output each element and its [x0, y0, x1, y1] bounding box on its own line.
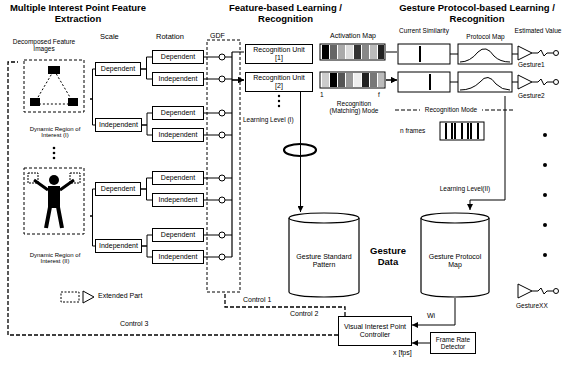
section-title: Gesture Protocol-based Learning / Recogn…: [392, 3, 562, 25]
annotation: Decomposed Feature Images: [4, 38, 84, 53]
column-heading: Rotation: [156, 33, 206, 42]
node-text: Independent: [159, 253, 198, 261]
section-title: Feature-based Learning / Recognition: [228, 3, 343, 25]
connector: [412, 343, 430, 344]
unit-dots: [278, 95, 280, 107]
node-text: Visual Interest Point Controller: [342, 323, 408, 339]
control-line: [8, 62, 338, 335]
output-label: GestureXX: [516, 302, 562, 309]
frame-bars: [440, 122, 484, 140]
recognition-unit: Recognition Unit [2]: [245, 72, 313, 92]
connector: [141, 189, 152, 200]
node-text: Independent: [99, 121, 138, 129]
legend-sample: [61, 291, 94, 303]
annotation: GDF: [210, 32, 240, 40]
activation-map: [320, 44, 385, 88]
node-text: Independent: [159, 75, 198, 83]
connector: [142, 246, 152, 257]
control-region: [207, 40, 240, 292]
node-text: Independent: [99, 242, 138, 250]
axis-label: 1: [320, 91, 328, 98]
control-label: Control 3: [120, 320, 164, 328]
database-cylinder: Gesture Protocol Map: [420, 212, 490, 298]
node-text: Dependent: [101, 185, 135, 193]
annotation: n frames: [400, 127, 438, 134]
recognition-unit: Recognition Unit [1]: [245, 44, 313, 64]
map-arrow: [386, 80, 397, 81]
scale-box: Dependent: [95, 182, 141, 196]
node-text: Dependent: [161, 231, 195, 239]
feature-bus: [232, 52, 244, 257]
annotation: Estimated Value: [514, 27, 562, 34]
control-label: Control 1: [243, 296, 283, 304]
rotation-box: Independent: [152, 72, 204, 86]
rotation-box: Dependent: [152, 228, 204, 242]
roi-illustration-2: [24, 168, 84, 234]
connector: [142, 235, 152, 246]
connector: [300, 92, 301, 212]
connector: [141, 178, 152, 189]
feature-bus: [232, 79, 244, 80]
node-text: Dynamic Region of Interest (I): [24, 126, 86, 139]
connector: [141, 57, 152, 69]
section-title: Multiple Interest Point Feature Extracti…: [3, 3, 153, 25]
detector-box: Frame Rate Detector: [430, 332, 476, 354]
annotation: Recognition (Matching) Mode: [326, 100, 382, 115]
edge-label: Wi: [426, 312, 436, 320]
roi-illustration-1: [24, 60, 84, 112]
scale-box: Dependent: [95, 62, 141, 76]
rotation-box: Independent: [152, 193, 204, 207]
node-text: Frame Rate Detector: [434, 336, 472, 351]
gesture-outputs: [512, 46, 559, 298]
node-text: Dynamic Region of Interest (II): [24, 252, 86, 265]
node-text: Gesture Standard Pattern: [292, 253, 356, 269]
rotation-box: Dependent: [152, 106, 204, 120]
node-text: Gesture Protocol Map: [424, 253, 486, 269]
node-text: Recognition Unit [1]: [249, 46, 309, 62]
connector: [412, 298, 455, 325]
annotation: Protocol Map: [458, 33, 513, 40]
region-of-interest: Dynamic Region of Interest (II): [20, 166, 90, 266]
annotation: Activation Map: [318, 32, 388, 40]
output-label: Gesture2: [518, 92, 562, 99]
annotation: Current Similarity: [398, 27, 450, 34]
node-text: Independent: [159, 196, 198, 204]
similarity-boxes: [398, 44, 512, 92]
rotation-box: Dependent: [152, 171, 204, 185]
rotation-box: Independent: [152, 128, 204, 142]
control-label: Control 2: [290, 310, 330, 318]
annotation: Learning Level (I): [243, 116, 295, 123]
controller-box: Visual Interest Point Controller: [338, 316, 412, 346]
rotation-box: Independent: [152, 250, 204, 264]
region-of-interest: Dynamic Region of Interest (I): [20, 58, 90, 140]
scale-box: Independent: [95, 239, 142, 253]
node-text: Dependent: [161, 53, 195, 61]
connector: [142, 125, 152, 135]
roi-dots: [53, 147, 56, 160]
output-label: Gesture1: [518, 61, 562, 68]
rotation-box: Dependent: [152, 50, 204, 64]
connector: [141, 69, 152, 79]
connector: [142, 113, 152, 125]
gdf-wires: [204, 57, 232, 257]
edge-label: x [fps]: [392, 349, 413, 357]
node-text: Dependent: [161, 174, 195, 182]
gdf-nodes: [219, 54, 225, 260]
map-arrow: [386, 52, 397, 80]
axis-label: f: [378, 91, 386, 98]
scale-box: Independent: [95, 118, 142, 132]
node-text: Dependent: [161, 109, 195, 117]
legend-text: Extended Part: [98, 292, 142, 300]
node-text: Dependent: [101, 65, 135, 73]
gesture-dots: [543, 133, 547, 257]
node-text: Independent: [159, 131, 198, 139]
node-text: Recognition Unit [2]: [249, 74, 309, 90]
annotation: Gesture Data: [363, 246, 413, 268]
annotation: Recognition Mode: [420, 106, 482, 113]
annotation: Learning Level(II): [430, 185, 500, 192]
column-heading: Scale: [100, 33, 140, 42]
database-cylinder: Gesture Standard Pattern: [288, 212, 360, 298]
